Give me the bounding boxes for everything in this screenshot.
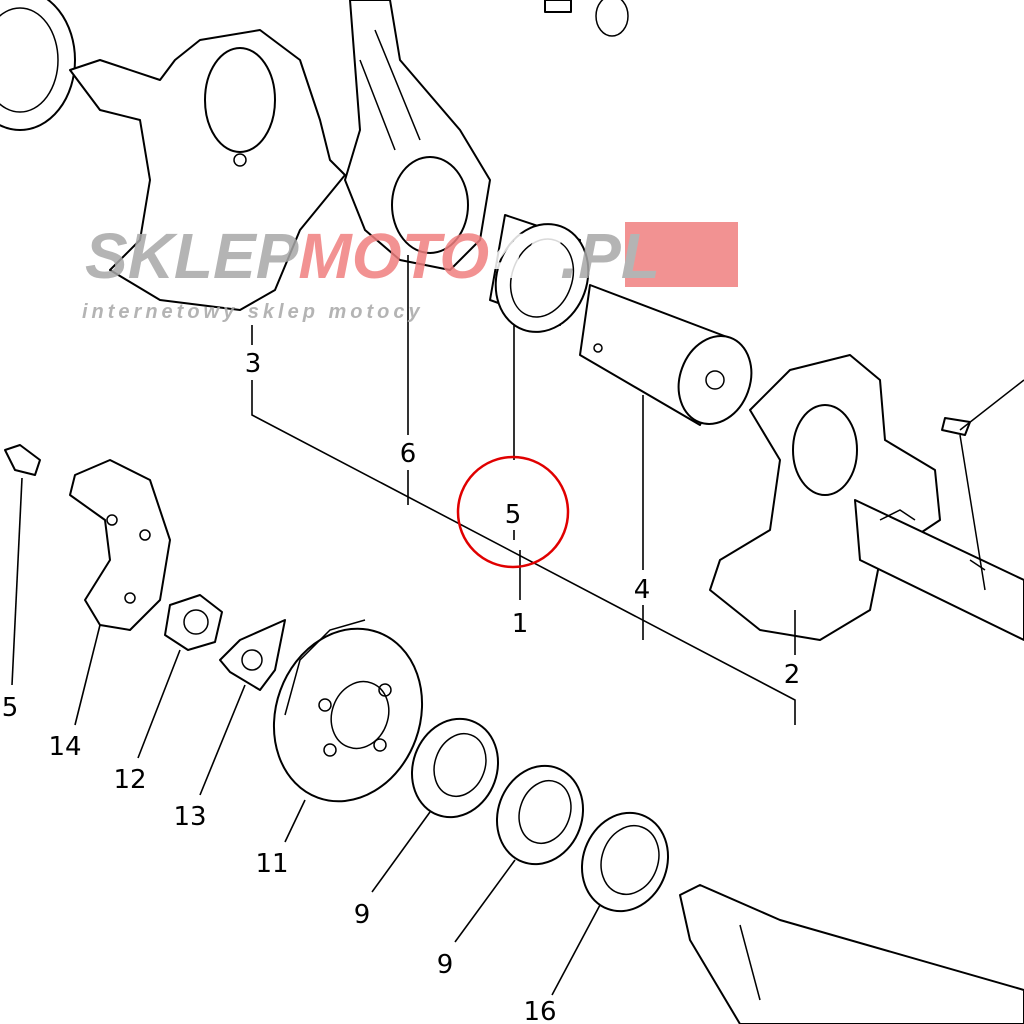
ball-bearing-2 xyxy=(495,764,585,866)
leader-lines xyxy=(11,255,796,996)
label-16: 16 xyxy=(523,997,556,1024)
bushing xyxy=(580,811,670,913)
shaft xyxy=(679,884,1024,1024)
crank-half-right xyxy=(709,354,1024,641)
needle-bearing xyxy=(489,214,590,333)
highlight-circle xyxy=(456,455,570,569)
watermark-box xyxy=(625,222,738,287)
bolt xyxy=(4,444,41,476)
watermark-brand: SKLEPMOTO46.PL xyxy=(85,220,660,292)
label-14: 14 xyxy=(48,732,81,762)
connecting-rod xyxy=(344,0,491,271)
label-12: 12 xyxy=(113,765,146,795)
label-9-b: 9 xyxy=(437,950,454,980)
label-9-a: 9 xyxy=(354,900,371,930)
label-13: 13 xyxy=(173,802,206,832)
label-1: 1 xyxy=(512,609,529,639)
crank-half-left xyxy=(69,29,346,311)
label-11: 11 xyxy=(255,849,288,879)
label-5-left: 5 xyxy=(2,693,19,723)
small-ring xyxy=(544,0,629,37)
label-4: 4 xyxy=(634,575,651,605)
bearing-top-left xyxy=(0,0,76,131)
ball-bearing-1 xyxy=(410,717,500,819)
label-5-highlighted: 5 xyxy=(505,500,522,530)
label-6: 6 xyxy=(400,439,417,469)
lock-washer xyxy=(219,619,286,691)
gear xyxy=(272,619,424,803)
label-3: 3 xyxy=(245,349,262,379)
watermark-tagline: internetowy sklep motocy xyxy=(82,301,424,323)
label-2: 2 xyxy=(784,660,801,690)
balancer-weight xyxy=(69,459,171,631)
watermark: SKLEPMOTO46.PL internetowy sklep motocy xyxy=(82,220,738,323)
nut xyxy=(164,594,223,651)
crank-pin xyxy=(579,284,753,426)
